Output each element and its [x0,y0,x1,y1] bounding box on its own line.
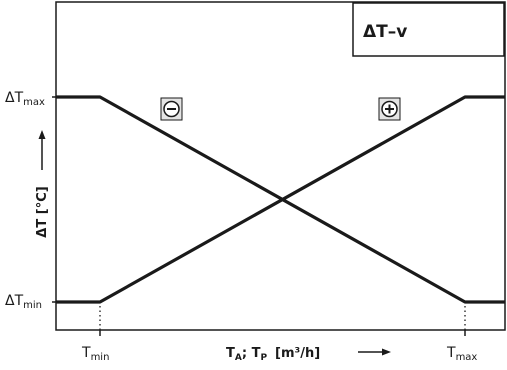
minus-sign-icon [160,97,183,121]
label-dt-max: ΔTmax [5,90,45,108]
x-axis-arrow [358,348,391,356]
title-box [352,2,505,57]
y-axis-arrow [38,130,46,170]
label-t-min: Tmin [81,345,109,363]
increasing-curve [56,95,505,304]
plus-sign-icon [378,97,401,121]
label-t-max: Tmax [446,345,477,363]
y-axis-label: ΔT [°C] [35,186,50,237]
label-dt-min: ΔTmin [5,293,42,311]
x-axis-label: TA; TP[m³/h] [226,346,320,363]
diagram-title: ΔT–v [363,22,407,42]
plot-frame [55,1,506,331]
